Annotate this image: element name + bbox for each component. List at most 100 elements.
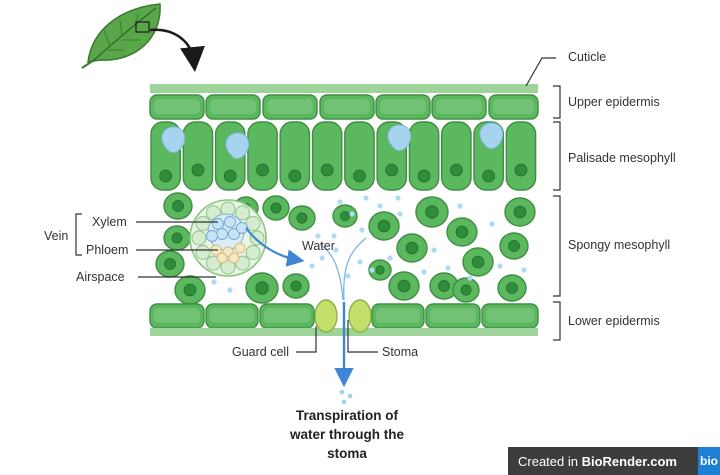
palisade-cell xyxy=(505,121,537,191)
vein-bundle xyxy=(189,199,267,277)
palisade-nucleus xyxy=(288,169,302,183)
caption-line-3: stoma xyxy=(327,446,367,461)
lower-epidermis-label: Lower epidermis xyxy=(568,314,660,328)
bundle-sheath-cell xyxy=(235,205,250,221)
palisade-vacuole xyxy=(479,122,504,150)
bundle-sheath-cell xyxy=(245,216,261,231)
palisade-nucleus xyxy=(417,169,431,183)
palisade-cell xyxy=(279,121,311,191)
bundle-sheath-cell xyxy=(245,245,261,260)
water-label: Water xyxy=(302,239,335,253)
cuticle-label: Cuticle xyxy=(568,50,606,64)
water-droplet xyxy=(377,203,383,209)
water-droplet xyxy=(357,259,363,265)
palisade-vacuole xyxy=(225,132,250,160)
spongy-nucleus xyxy=(508,240,520,252)
palisade-nucleus xyxy=(353,169,366,183)
water-droplet xyxy=(369,267,375,273)
bundle-sheath-cell xyxy=(195,245,211,260)
xylem-vessel xyxy=(224,216,236,228)
bundle-sheath-cell xyxy=(191,230,207,246)
palisade-nucleus xyxy=(482,169,496,183)
palisade-nucleus xyxy=(449,163,463,177)
spongy-nucleus xyxy=(455,225,469,239)
lower-epidermis-cell-inner xyxy=(376,308,420,323)
palisade-cell xyxy=(408,121,440,191)
water-droplet xyxy=(395,195,401,201)
water-droplet xyxy=(431,247,437,253)
spongy-nucleus xyxy=(513,205,527,219)
spongy-nucleus xyxy=(171,232,183,244)
vein-label: Vein xyxy=(44,229,68,243)
upper-epidermis-cell-inner xyxy=(436,99,482,114)
lower-epidermis-cell-inner xyxy=(264,308,310,323)
caption-line-1: Transpiration of xyxy=(296,408,399,423)
water-arrow-icon xyxy=(245,227,367,405)
spongy-nucleus xyxy=(290,280,302,292)
palisade-nucleus xyxy=(514,163,528,177)
spongy-nucleus xyxy=(270,202,282,214)
curved-arrow-icon xyxy=(149,28,205,72)
palisade-nucleus xyxy=(320,163,334,177)
spongy-nucleus xyxy=(397,279,411,293)
water-droplet xyxy=(421,269,427,275)
vein-bracket xyxy=(75,213,82,256)
upper-epidermis-cell-inner xyxy=(154,99,200,114)
guard-cell-label: Guard cell xyxy=(232,345,289,359)
cuticle-layer xyxy=(150,84,538,93)
spongy-mesophyll-label: Spongy mesophyll xyxy=(568,238,670,252)
water-droplet xyxy=(497,263,503,269)
water-droplet xyxy=(349,211,355,217)
layer-brackets xyxy=(525,57,561,341)
water-droplet xyxy=(467,275,473,281)
water-droplet xyxy=(363,195,369,201)
palisade-cell xyxy=(344,121,375,191)
palisade-nucleus xyxy=(256,163,269,177)
water-droplet xyxy=(345,273,351,279)
spongy-nucleus xyxy=(460,284,472,296)
lower-epidermis-cell-inner xyxy=(486,308,534,323)
xylem-vessel xyxy=(236,222,248,234)
water-droplet xyxy=(211,279,217,285)
upper-epidermis-cell-inner xyxy=(380,99,426,114)
bundle-sheath-cell xyxy=(195,216,211,231)
spongy-nucleus xyxy=(255,281,269,295)
palisade-cell xyxy=(247,121,278,191)
water-droplet xyxy=(333,247,339,253)
bundle-sheath-cell xyxy=(249,230,265,246)
palisade-mesophyll-layer xyxy=(150,121,537,191)
phloem-cell xyxy=(216,252,228,264)
water-droplet xyxy=(397,211,403,217)
lower-epidermis-cell-inner xyxy=(210,308,254,323)
biorender-watermark[interactable]: Created in BioRender.com bio xyxy=(508,447,720,475)
guard-cell-leader xyxy=(296,326,317,353)
spongy-nucleus xyxy=(471,255,485,269)
lower-epidermis-layer xyxy=(149,303,539,329)
spongy-nucleus xyxy=(425,205,439,219)
xylem-vessel xyxy=(206,230,218,242)
phloem-label: Phloem xyxy=(86,243,128,257)
palisade-vacuole xyxy=(161,126,186,154)
phloem-cell xyxy=(228,252,240,264)
spongy-nucleus xyxy=(172,200,184,212)
spongy-nucleus xyxy=(438,280,450,292)
upper-epidermis-cell-inner xyxy=(493,99,534,114)
spongy-nucleus xyxy=(506,282,518,294)
palisade-cell xyxy=(441,121,472,191)
phloem-cell xyxy=(234,242,246,254)
xylem-vessel xyxy=(216,228,228,240)
airspace-label: Airspace xyxy=(76,270,125,284)
palisade-nucleus xyxy=(159,169,173,183)
caption-line-2: water through the xyxy=(289,427,404,442)
water-droplet xyxy=(387,255,393,261)
spongy-nucleus xyxy=(375,265,385,275)
water-droplet xyxy=(457,203,463,209)
water-droplet xyxy=(521,267,527,273)
xylem-vessel xyxy=(228,228,240,240)
xylem-vessel xyxy=(212,218,224,230)
water-droplet xyxy=(331,233,337,239)
watermark-text: Created in BioRender.com xyxy=(508,454,677,469)
palisade-vacuole xyxy=(387,124,412,152)
leaf-icon xyxy=(81,3,161,69)
